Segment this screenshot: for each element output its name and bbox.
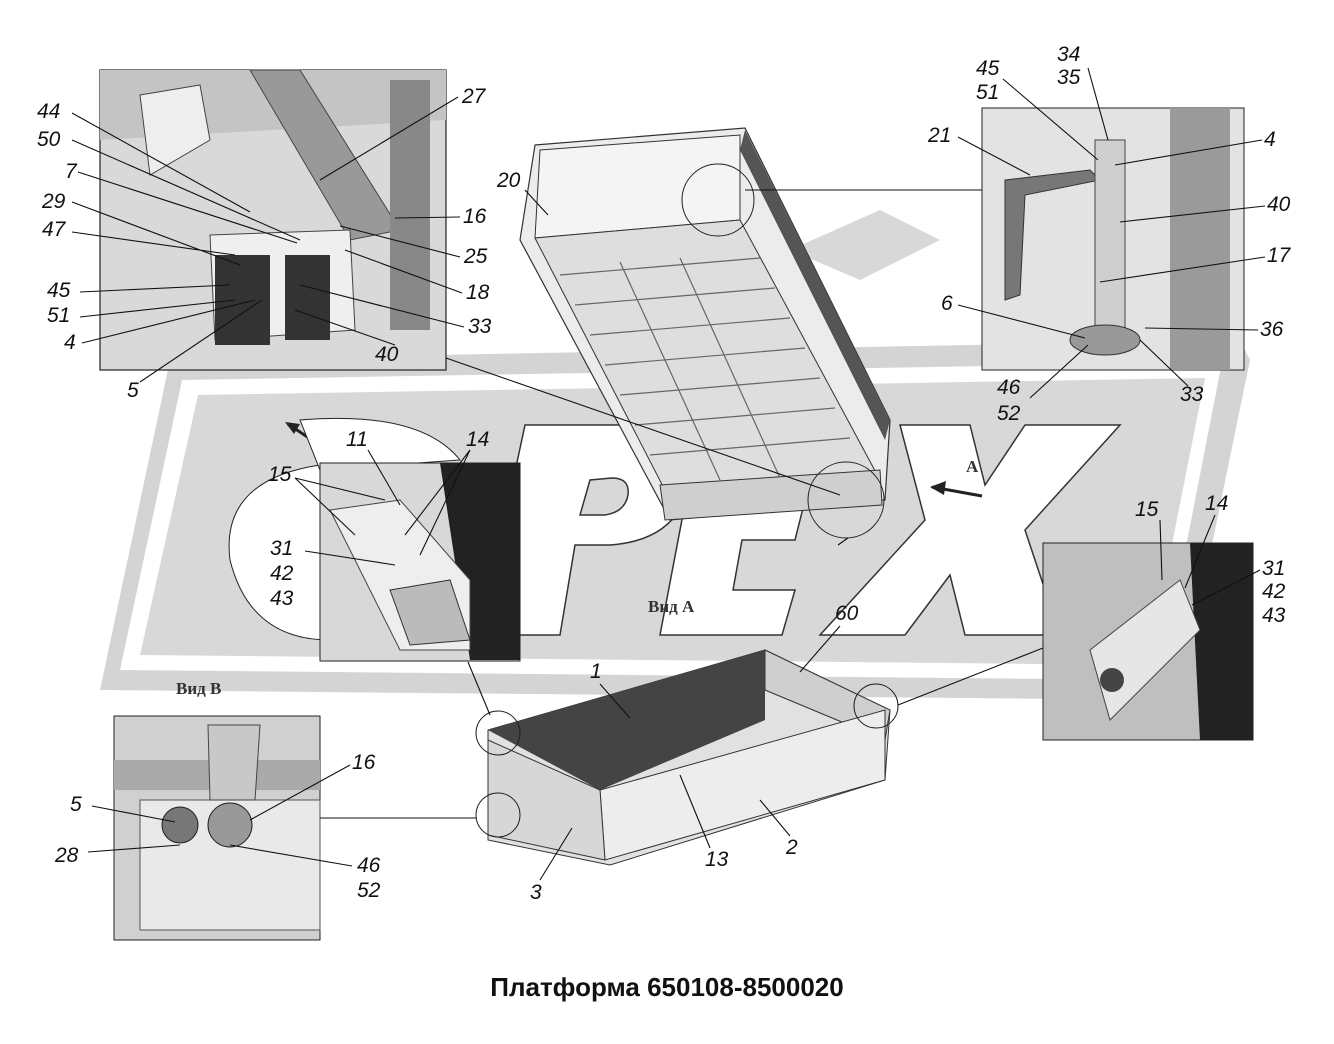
callout: 21 xyxy=(927,124,951,147)
callout: 45 xyxy=(47,279,71,302)
callout: 5 xyxy=(127,379,139,402)
callout: 31 xyxy=(270,537,293,560)
callouts-platform: 20 xyxy=(496,169,549,216)
tilted-platform xyxy=(519,127,891,539)
callouts-box-body: 60 1 2 13 3 xyxy=(530,602,859,904)
callout: 16 xyxy=(463,205,487,228)
callout: 7 xyxy=(65,160,78,183)
callouts-middle-left: 11 14 15 31 42 43 xyxy=(268,428,489,610)
callouts-top-left: 44 50 7 29 47 45 51 4 5 27 16 25 18 33 4… xyxy=(37,85,492,402)
view-b-arrowhead xyxy=(285,422,300,434)
callout: 33 xyxy=(468,315,492,338)
callout: 44 xyxy=(37,100,60,123)
callout: 27 xyxy=(461,85,487,108)
callout: 15 xyxy=(1135,498,1159,521)
view-a-label: Вид А xyxy=(648,597,695,616)
callout: 46 xyxy=(997,376,1021,399)
callout: 60 xyxy=(835,602,859,625)
callouts-bottom-left: 16 5 28 46 52 xyxy=(54,751,381,902)
callout: 13 xyxy=(705,848,729,871)
callout: 25 xyxy=(463,245,488,268)
callout: 50 xyxy=(37,128,61,151)
callout: 40 xyxy=(375,343,399,366)
callout: 52 xyxy=(997,402,1021,425)
callout: 47 xyxy=(42,218,67,241)
callout: 16 xyxy=(352,751,376,774)
detail-panel-bottom-left xyxy=(113,715,321,941)
callouts-top-right: 34 35 45 51 21 4 40 17 6 36 46 52 33 xyxy=(927,43,1292,425)
callout: 35 xyxy=(1057,66,1081,89)
callout: 3 xyxy=(530,881,542,904)
callout: 11 xyxy=(346,428,368,451)
callout: 20 xyxy=(496,169,521,192)
view-b-label: Вид В xyxy=(176,679,221,698)
callout: 43 xyxy=(270,587,294,610)
detail-panel-middle-left xyxy=(228,417,521,662)
callout: 14 xyxy=(466,428,489,451)
arrow-a-label: А xyxy=(966,457,979,476)
detail-panel-top-right xyxy=(981,107,1245,371)
callout: 2 xyxy=(785,836,798,859)
callout: 4 xyxy=(64,331,76,354)
callout: 43 xyxy=(1262,604,1286,627)
callout: 5 xyxy=(70,793,82,816)
connector-lines xyxy=(320,189,1044,819)
callout: 42 xyxy=(270,562,294,585)
callout: 1 xyxy=(590,660,602,683)
callout: 42 xyxy=(1262,580,1286,603)
callout: 34 xyxy=(1057,43,1080,66)
box-body xyxy=(475,649,899,866)
callout: 40 xyxy=(1267,193,1291,216)
callout: 33 xyxy=(1180,383,1204,406)
callout: 46 xyxy=(357,854,381,877)
callout: 36 xyxy=(1260,318,1284,341)
callout: 52 xyxy=(357,879,381,902)
callout: 51 xyxy=(47,304,70,327)
callout: 29 xyxy=(41,190,66,213)
callout: 4 xyxy=(1264,128,1276,151)
callout: 6 xyxy=(941,292,953,315)
callout: 18 xyxy=(466,281,490,304)
callouts-middle-right: 15 14 31 42 43 xyxy=(1135,492,1286,627)
callout: 28 xyxy=(54,844,79,867)
callout: 17 xyxy=(1267,244,1292,267)
callout: 51 xyxy=(976,81,999,104)
callout: 45 xyxy=(976,57,1000,80)
detail-panel-middle-right xyxy=(1042,542,1254,741)
callout: 15 xyxy=(268,463,292,486)
detail-panel-top-left xyxy=(99,69,447,371)
view-a-arrowhead xyxy=(930,481,946,495)
callout: 31 xyxy=(1262,557,1285,580)
callout: 14 xyxy=(1205,492,1228,515)
page-title: Платформа 650108-8500020 xyxy=(490,972,844,1002)
